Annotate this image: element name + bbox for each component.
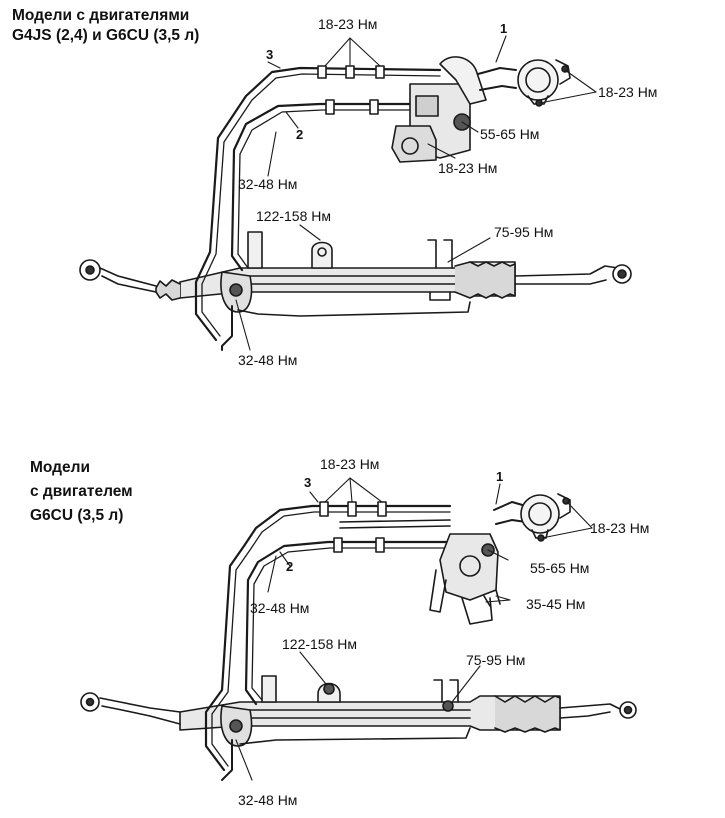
top-callout-2: 2 bbox=[296, 127, 304, 142]
bottom-callout-2: 2 bbox=[286, 559, 294, 574]
bottom-callout-1: 1 bbox=[496, 469, 504, 484]
top-torque-valve-fitting: 32-48 Нм bbox=[238, 352, 298, 368]
top-torque-pump-lower: 18-23 Нм bbox=[438, 160, 498, 176]
top-title-line1: Модели с двигателями bbox=[12, 7, 190, 24]
top-torque-rack-clamp: 75-95 Нм bbox=[494, 224, 554, 240]
bottom-torque-bracket: 35-45 Нм bbox=[526, 596, 586, 612]
top-torque-pipe-clamps: 18-23 Нм bbox=[318, 16, 378, 32]
top-pump-assembly bbox=[391, 56, 571, 163]
bottom-torque-rack-mount: 122-158 Нм bbox=[282, 636, 358, 652]
top-steering-rack bbox=[79, 231, 632, 351]
bottom-callout-3: 3 bbox=[304, 475, 312, 490]
top-torque-pump-mount: 18-23 Нм bbox=[598, 84, 658, 100]
bottom-title-line2: с двигателем bbox=[30, 483, 133, 500]
bottom-torque-rack-clamp: 75-95 Нм bbox=[466, 652, 526, 668]
bottom-pump-assembly bbox=[429, 493, 571, 625]
top-torque-fitting-pump: 55-65 Нм bbox=[480, 126, 540, 142]
bottom-title-line3: G6CU (3,5 л) bbox=[30, 507, 124, 524]
top-title-line2: G4JS (2,4) и G6CU (3,5 л) bbox=[12, 27, 200, 44]
top-hoses bbox=[194, 65, 471, 342]
bottom-title-line1: Модели bbox=[30, 459, 91, 476]
top-callout-1: 1 bbox=[500, 21, 508, 36]
bottom-torque-pipe-clamps: 18-23 Нм bbox=[320, 456, 380, 472]
top-callout-3: 3 bbox=[266, 47, 274, 62]
bottom-diagram-drawing bbox=[80, 477, 637, 781]
bottom-torque-pump-mount: 18-23 Нм bbox=[590, 520, 650, 536]
top-leader-lines bbox=[235, 35, 597, 351]
bottom-torque-fitting-pump: 55-65 Нм bbox=[530, 560, 590, 576]
top-torque-rack-mount: 122-158 Нм bbox=[256, 208, 332, 224]
bottom-hoses bbox=[204, 501, 452, 772]
bottom-steering-rack bbox=[80, 675, 637, 781]
bottom-torque-return-line: 32-48 Нм bbox=[250, 600, 310, 616]
top-torque-return-line: 32-48 Нм bbox=[238, 176, 298, 192]
top-diagram-drawing bbox=[79, 35, 632, 351]
bottom-leader-lines bbox=[235, 477, 593, 781]
bottom-torque-valve-fitting: 32-48 Нм bbox=[238, 792, 298, 808]
